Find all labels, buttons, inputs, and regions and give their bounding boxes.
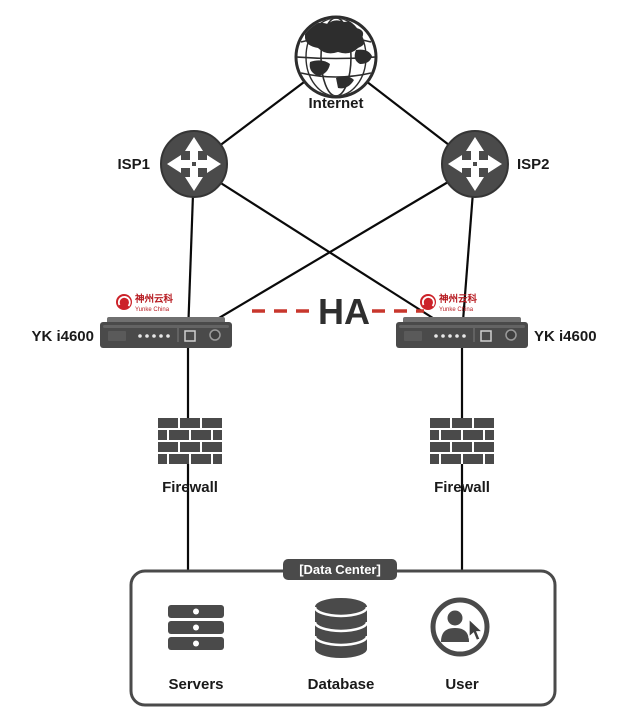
firewall-right-label: Firewall <box>434 479 490 496</box>
firewall-right-node: Firewall <box>430 418 494 496</box>
servers-node: Servers <box>168 605 224 693</box>
link-isp2-lb-left <box>191 165 476 335</box>
firewall-left-label: Firewall <box>162 479 218 496</box>
database-icon <box>313 598 369 658</box>
firewall-icon-right <box>430 418 494 464</box>
appliance-icon-right <box>395 316 529 349</box>
ha-link: HA <box>252 291 424 332</box>
appliance-icon-left <box>99 316 233 349</box>
lb-right-label: YK i4600 <box>534 328 597 345</box>
ha-label: HA <box>318 291 370 332</box>
servers-icon <box>168 605 224 650</box>
datacenter-label: [Data Center] <box>299 562 381 577</box>
firewall-left-node: Firewall <box>158 418 222 496</box>
globe-icon <box>294 15 378 99</box>
isp2-label: ISP2 <box>517 156 550 173</box>
internet-label: Internet <box>308 95 363 112</box>
lb-left-label: YK i4600 <box>31 328 94 345</box>
datacenter-group: [Data Center] Servers Database <box>129 559 557 707</box>
firewall-icon-left <box>158 418 222 464</box>
loadbalancer-right-node: 神州云科 Yunke China YK i4600 <box>395 293 597 349</box>
database-node: Database <box>308 598 375 693</box>
yunke-logo-icon-left <box>115 293 133 311</box>
user-node: User <box>430 597 490 693</box>
yunke-logo-cn-left: 神州云科 <box>135 293 174 305</box>
cursor-icon <box>468 617 485 642</box>
isp2-node: ISP2 <box>441 130 550 198</box>
isp1-node: ISP1 <box>117 130 228 198</box>
link-isp1-lb-right <box>193 165 459 335</box>
servers-label: Servers <box>168 676 223 693</box>
yunke-logo-cn-right: 神州云科 <box>439 293 478 305</box>
router-icon-isp2 <box>441 130 509 198</box>
user-icon <box>430 597 490 657</box>
yunke-logo-icon-right <box>419 293 437 311</box>
datacenter-badge <box>283 559 397 580</box>
database-label: Database <box>308 676 375 693</box>
isp1-label: ISP1 <box>117 156 150 173</box>
router-icon-isp1 <box>160 130 228 198</box>
loadbalancer-left-node: 神州云科 Yunke China YK i4600 <box>31 293 233 349</box>
internet-node: Internet <box>294 15 378 112</box>
yunke-logo-en-left: Yunke China <box>135 307 170 313</box>
yunke-logo-en-right: Yunke China <box>439 307 474 313</box>
user-label: User <box>445 676 479 693</box>
